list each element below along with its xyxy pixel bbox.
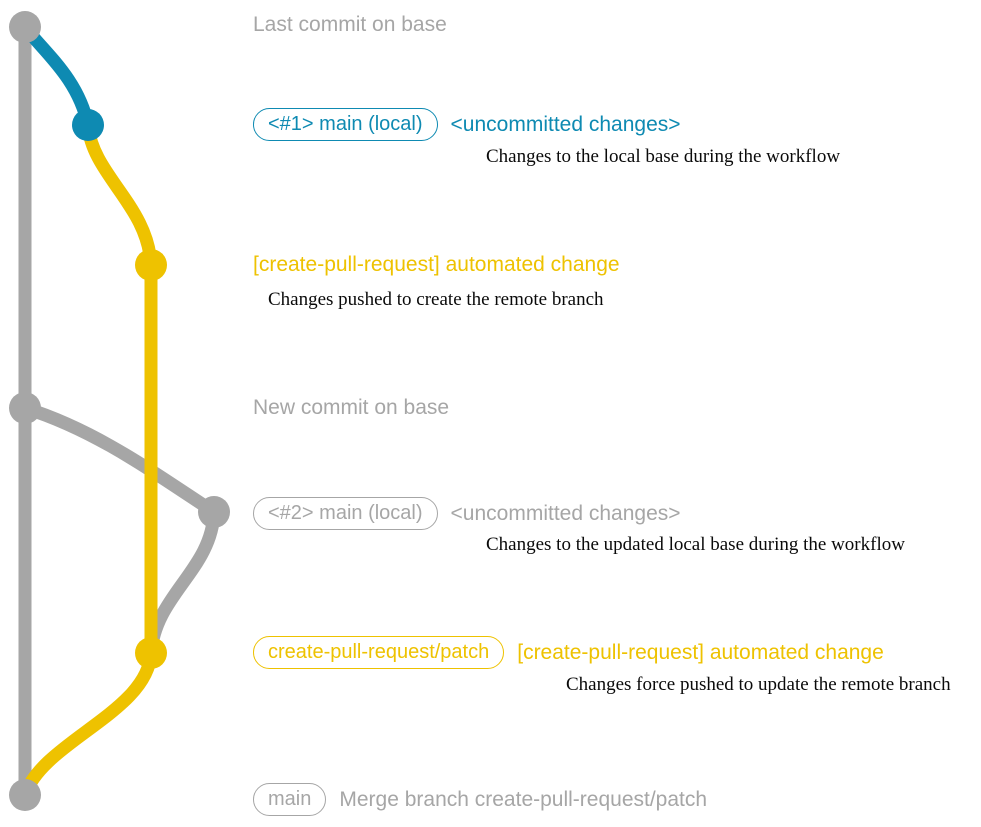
commit-row-last-commit-on-base: Last commit on base — [253, 13, 447, 37]
commit-node-automated-create[interactable] — [135, 249, 167, 281]
base-to-local2-line — [18, 401, 221, 519]
commit-subject-automated-change-1: [create-pull-request] automated change — [253, 253, 620, 276]
commit-row-local-changes-1: <#1> main (local) <uncommitted changes> — [253, 108, 681, 141]
commit-subject-local-changes-2: <uncommitted changes> — [450, 501, 681, 525]
commit-node-local-uncommitted-1[interactable] — [72, 109, 104, 141]
branch-badge-main[interactable]: main — [253, 783, 327, 816]
commit-node-base-last[interactable] — [9, 11, 41, 43]
branch-badge-local-2[interactable]: <#2> main (local) — [253, 497, 438, 530]
commit-row-new-commit-on-base: New commit on base — [253, 396, 449, 420]
commit-subject-last-commit-on-base: Last commit on base — [253, 13, 447, 36]
commit-subject-local-changes-1: <uncommitted changes> — [450, 112, 681, 136]
commit-node-automated-force-push[interactable] — [135, 637, 167, 669]
commit-subject-automated-change-2: [create-pull-request] automated change — [517, 640, 884, 664]
local2-to-patch-line — [144, 505, 221, 660]
local1-to-automated-line — [81, 118, 158, 272]
commit-node-local-uncommitted-2[interactable] — [198, 496, 230, 528]
branch-badge-local-1[interactable]: <#1> main (local) — [253, 108, 438, 141]
commit-caption-automated-change-1: Changes pushed to create the remote bran… — [268, 289, 604, 310]
branch-badge-create-pull-request-patch[interactable]: create-pull-request/patch — [253, 636, 505, 669]
base-to-local1-line — [18, 20, 95, 132]
commit-caption-automated-change-2: Changes force pushed to update the remot… — [566, 674, 951, 695]
commit-row-automated-change-1: [create-pull-request] automated change — [253, 253, 620, 277]
commit-subject-merge-commit: Merge branch create-pull-request/patch — [339, 787, 708, 811]
commit-caption-local-changes-1: Changes to the local base during the wor… — [486, 146, 841, 167]
commit-caption-local-changes-2: Changes to the updated local base during… — [486, 534, 905, 555]
patch-to-merge-line — [18, 646, 158, 802]
commit-row-merge-commit: main Merge branch create-pull-request/pa… — [253, 783, 707, 816]
commit-subject-new-commit-on-base: New commit on base — [253, 396, 450, 419]
commit-node-base-merge[interactable] — [9, 779, 41, 811]
commit-row-automated-change-2: create-pull-request/patch [create-pull-r… — [253, 636, 884, 669]
commit-row-local-changes-2: <#2> main (local) <uncommitted changes> — [253, 497, 681, 530]
commit-node-base-new[interactable] — [9, 392, 41, 424]
